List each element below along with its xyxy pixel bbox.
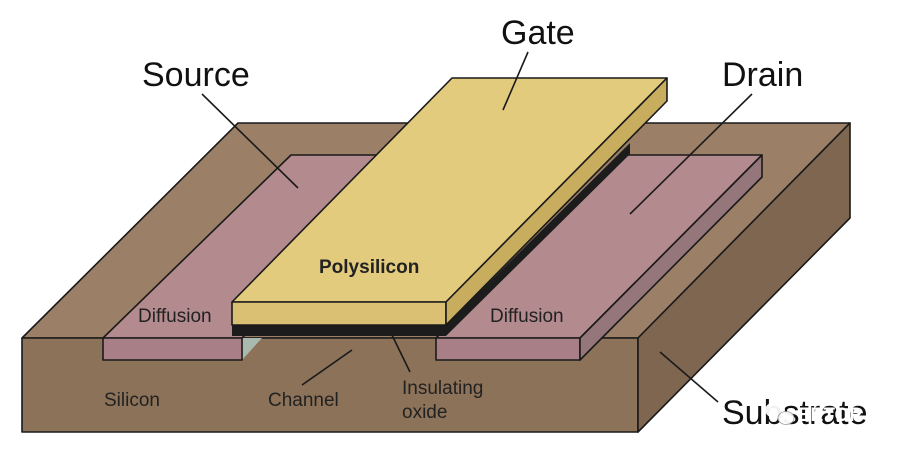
insulating-label: Insulating: [402, 378, 483, 399]
oxide-layer: [232, 143, 630, 336]
source-diffusion-front: [102, 337, 243, 361]
substrate-label: Substrate: [722, 394, 868, 432]
drain-diffusion: [435, 154, 763, 361]
diffusion-right-label: Diffusion: [490, 306, 564, 327]
source-label: Source: [142, 56, 250, 94]
drain-label: Drain: [722, 56, 803, 94]
substrate-leader: [659, 351, 719, 403]
gate-polysilicon: [231, 77, 668, 326]
substrate-right-face: [637, 122, 851, 433]
oxide-leader: [390, 332, 411, 373]
drain-diffusion-front: [435, 337, 581, 361]
channel-gap-left: [240, 338, 262, 360]
drain-leader: [629, 93, 753, 215]
channel-leader: [301, 349, 353, 386]
gate-front-face: [231, 301, 447, 326]
gate-label: Gate: [501, 14, 575, 52]
gate-side-face: [445, 77, 668, 326]
watermark: EEТОР: [765, 402, 862, 426]
oxide-side: [446, 143, 630, 336]
diffusion-left-label: Diffusion: [138, 306, 212, 327]
watermark-text: EEТОР: [798, 405, 862, 426]
drain-diffusion-side: [579, 154, 763, 361]
gate-leader: [502, 51, 529, 111]
source-leader: [201, 93, 299, 189]
polysilicon-label: Polysilicon: [319, 257, 419, 278]
oxide-label: oxide: [402, 402, 447, 423]
channel-label: Channel: [268, 390, 339, 411]
silicon-label: Silicon: [104, 390, 160, 411]
oxide-front: [232, 325, 446, 336]
wechat-icon: [765, 402, 795, 425]
